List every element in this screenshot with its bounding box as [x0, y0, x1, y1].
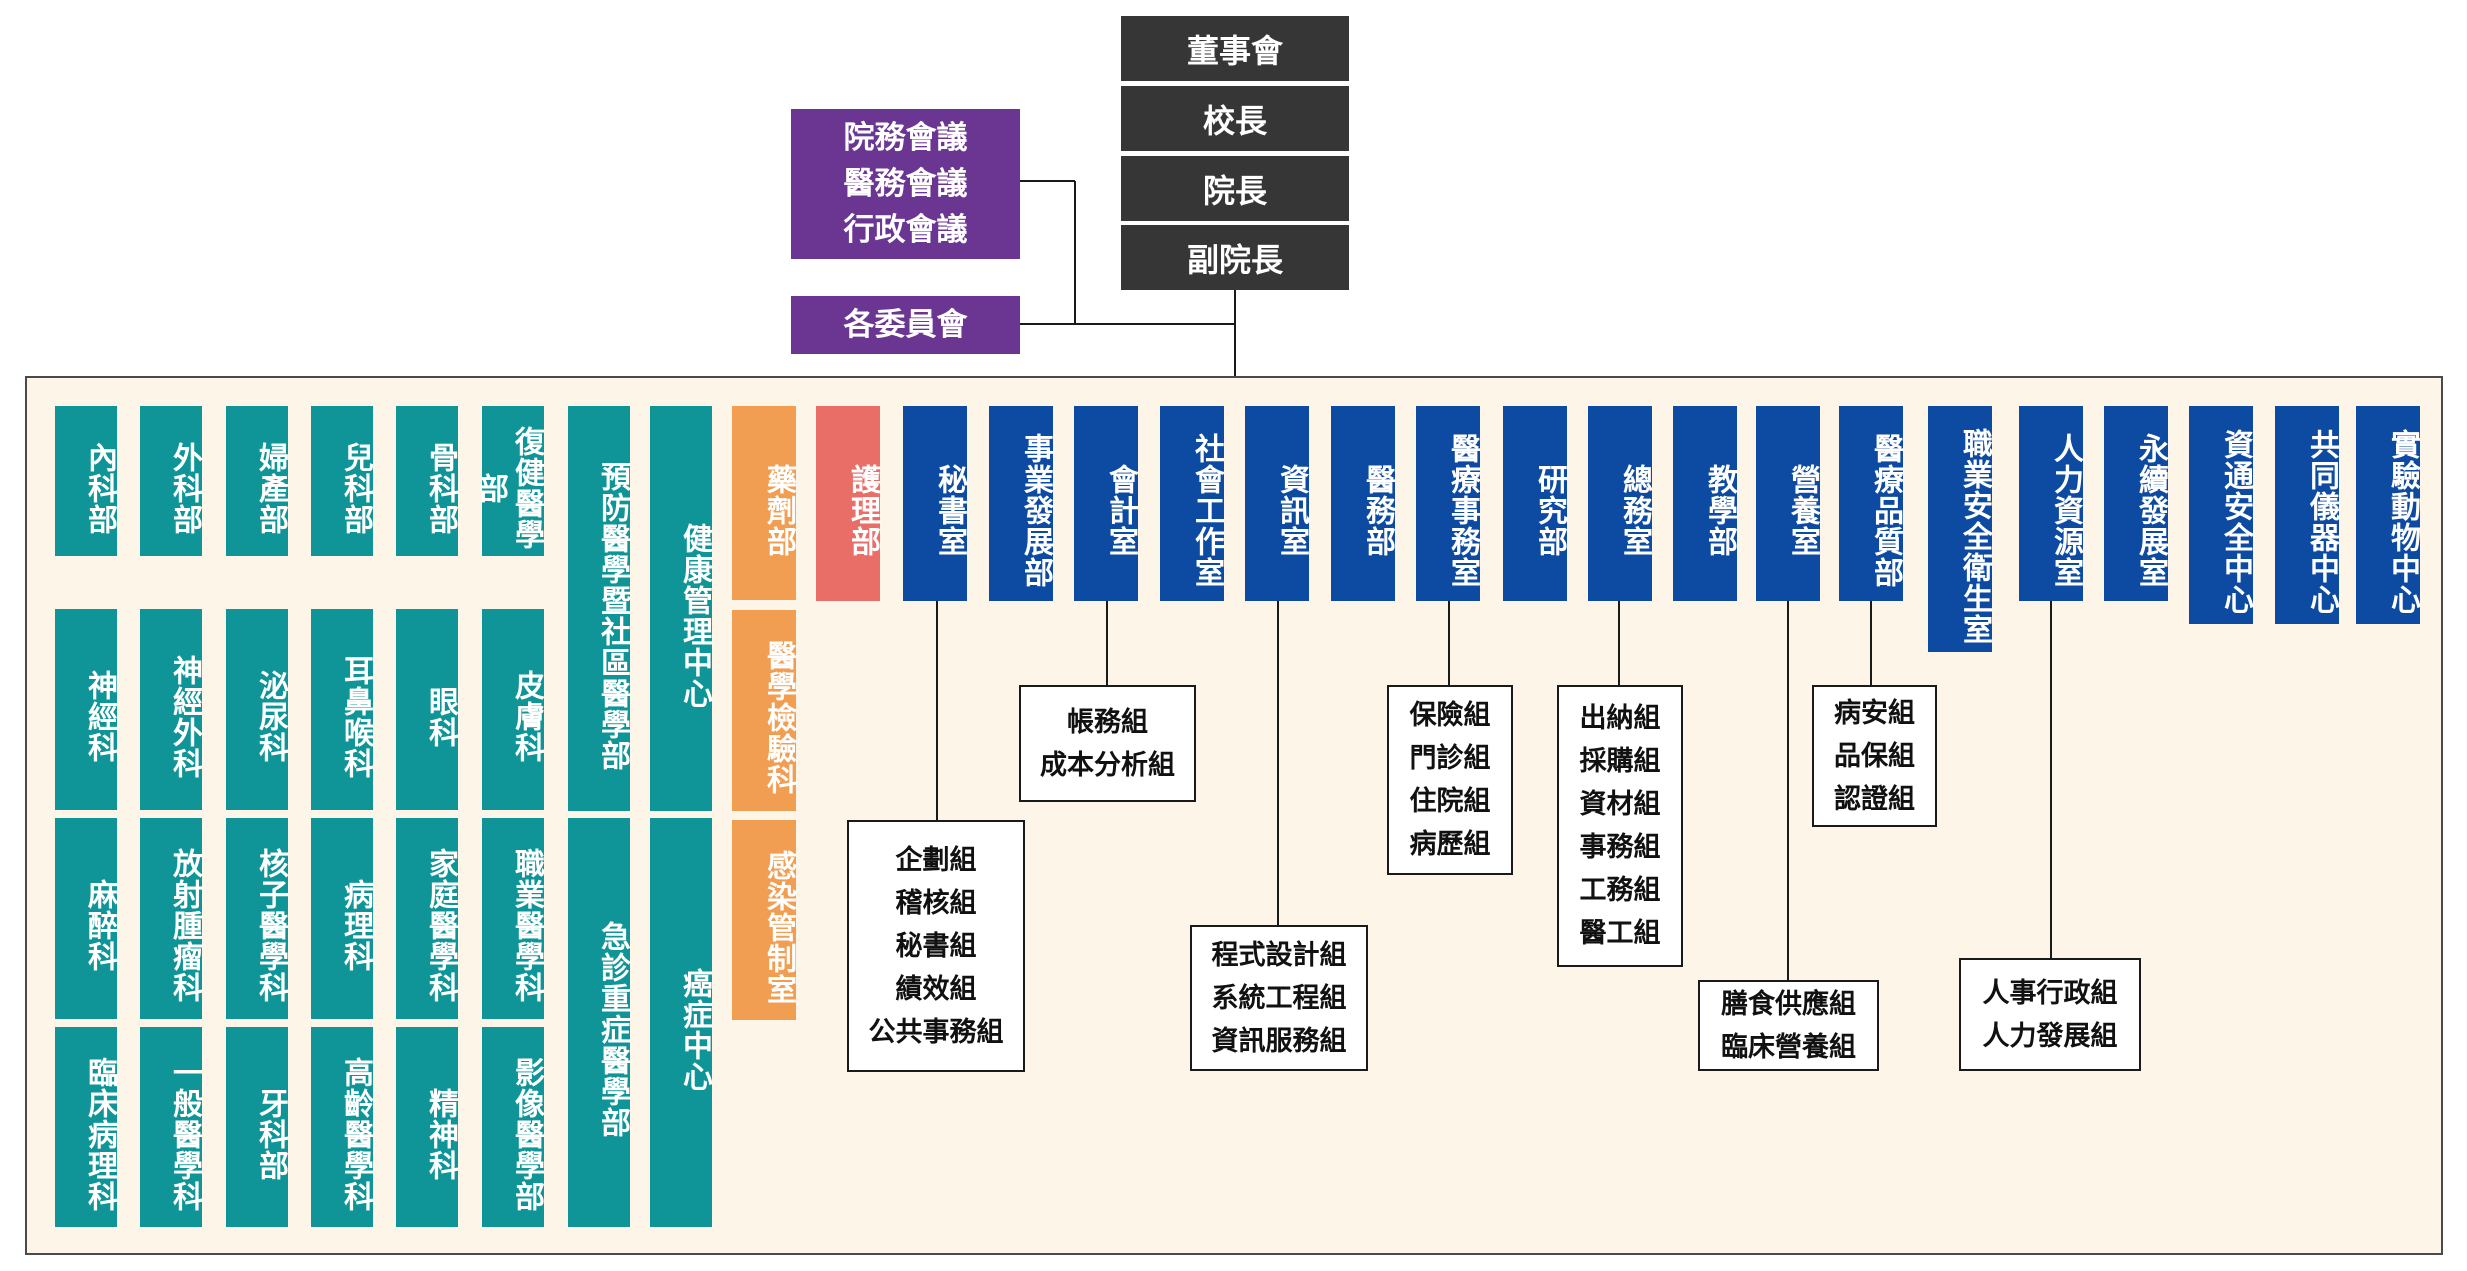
sub-group-label: 醫工組 — [1579, 918, 1661, 949]
clinical-dept-box: 婦產部 — [226, 406, 288, 556]
sub-group-label: 人力發展組 — [1982, 1020, 2118, 1052]
meeting-label: 行政會議 — [843, 212, 968, 248]
leadership-box: 校長 — [1121, 86, 1349, 151]
sub-group-label: 病安組 — [1834, 697, 1915, 729]
admin-unit-box: 醫療品質部 — [1839, 406, 1903, 601]
admin-unit-box: 社會工作室 — [1160, 406, 1224, 601]
admin-unit-box: 營養室 — [1756, 406, 1820, 601]
meeting-label: 院務會議 — [843, 120, 968, 156]
admin-unit-box: 人力資源室 — [2019, 406, 2083, 601]
clinical-dept-box: 皮膚科 — [482, 609, 544, 810]
sub-group-label: 採購組 — [1579, 746, 1661, 777]
clinical-dept-box: 高齡醫學科 — [311, 1027, 373, 1227]
admin-unit-box: 資訊室 — [1245, 406, 1309, 601]
admin-unit-box: 資通安全中心 — [2189, 406, 2253, 624]
clinical-dept-box: 急診重症醫學部 — [568, 818, 630, 1227]
clinical-dept-box: 麻醉科 — [55, 818, 117, 1019]
clinical-dept-box: 病理科 — [311, 818, 373, 1019]
sub-group-label: 秘書組 — [895, 930, 977, 962]
admin-unit-box: 研究部 — [1503, 406, 1567, 601]
meetings-box: 院務會議醫務會議行政會議 — [791, 109, 1020, 259]
accounting-groups-box: 帳務組成本分析組 — [1019, 685, 1196, 802]
clinical-dept-box: 精神科 — [396, 1027, 458, 1227]
sub-group-label: 人事行政組 — [1982, 977, 2118, 1009]
sub-group-label: 病歷組 — [1409, 829, 1491, 860]
clinical-dept-box: 家庭醫學科 — [396, 818, 458, 1019]
support-dept-box: 藥劑部 — [732, 406, 796, 600]
sub-group-label: 資材組 — [1579, 789, 1661, 820]
admin-unit-box: 醫務部 — [1331, 406, 1395, 601]
clinical-dept-box: 神經外科 — [140, 609, 202, 810]
sub-group-label: 門診組 — [1409, 743, 1491, 774]
admin-unit-box: 總務室 — [1588, 406, 1652, 601]
sub-group-label: 事務組 — [1579, 832, 1661, 863]
admin-unit-box: 共同儀器中心 — [2275, 406, 2339, 624]
sub-group-label: 住院組 — [1409, 786, 1491, 817]
meeting-label: 醫務會議 — [843, 166, 968, 202]
clinical-dept-box: 牙科部 — [226, 1027, 288, 1227]
leadership-box: 副院長 — [1121, 225, 1349, 290]
committees-box: 各委員會 — [791, 296, 1020, 354]
leadership-box: 董事會 — [1121, 16, 1349, 81]
clinical-dept-box: 放射腫瘤科 — [140, 818, 202, 1019]
clinical-dept-box: 影像醫學部 — [482, 1027, 544, 1227]
admin-unit-box: 秘書室 — [903, 406, 967, 601]
clinical-dept-box: 神經科 — [55, 609, 117, 810]
sub-group-label: 品保組 — [1834, 740, 1915, 772]
clinical-dept-box: 眼科 — [396, 609, 458, 810]
medical-affairs-groups-box: 保險組門診組住院組病歷組 — [1387, 685, 1513, 875]
nursing-dept-box: 護理部 — [816, 406, 880, 601]
admin-unit-box: 教學部 — [1673, 406, 1737, 601]
clinical-dept-box: 職業醫學科 — [482, 818, 544, 1019]
admin-unit-box: 實驗動物中心 — [2356, 406, 2420, 624]
support-dept-box: 感染管制室 — [732, 820, 796, 1020]
sub-group-label: 認證組 — [1834, 783, 1915, 815]
clinical-dept-box: 耳鼻喉科 — [311, 609, 373, 810]
admin-unit-box: 事業發展部 — [989, 406, 1053, 601]
clinical-dept-box: 泌尿科 — [226, 609, 288, 810]
sub-group-label: 膳食供應組 — [1721, 988, 1856, 1020]
nutrition-groups-box: 膳食供應組臨床營養組 — [1698, 980, 1879, 1071]
clinical-dept-box: 癌症中心 — [650, 818, 712, 1227]
sub-group-label: 成本分析組 — [1040, 749, 1175, 781]
quality-groups-box: 病安組品保組認證組 — [1812, 685, 1937, 827]
sub-group-label: 出納組 — [1579, 703, 1661, 734]
clinical-dept-box: 骨科部 — [396, 406, 458, 556]
sub-group-label: 程式設計組 — [1211, 939, 1347, 971]
clinical-dept-box: 兒科部 — [311, 406, 373, 556]
sub-group-label: 資訊服務組 — [1211, 1025, 1347, 1057]
support-dept-box: 醫學檢驗科 — [732, 610, 796, 811]
sub-group-label: 企劃組 — [895, 844, 977, 876]
secretary-groups-box: 企劃組稽核組秘書組績效組公共事務組 — [847, 820, 1025, 1072]
hr-groups-box: 人事行政組人力發展組 — [1959, 958, 2141, 1071]
leadership-box: 院長 — [1121, 156, 1349, 221]
clinical-dept-box: 內科部 — [55, 406, 117, 556]
clinical-dept-box: 核子醫學科 — [226, 818, 288, 1019]
sub-group-label: 稽核組 — [895, 887, 977, 919]
sub-group-label: 公共事務組 — [868, 1016, 1004, 1048]
admin-unit-box: 醫療事務室 — [1416, 406, 1480, 601]
clinical-dept-box: 臨床病理科 — [55, 1027, 117, 1227]
sub-group-label: 系統工程組 — [1211, 982, 1347, 1014]
admin-unit-box: 會計室 — [1074, 406, 1138, 601]
sub-group-label: 臨床營養組 — [1721, 1031, 1856, 1063]
clinical-dept-box: 外科部 — [140, 406, 202, 556]
clinical-dept-box: 一般醫學科 — [140, 1027, 202, 1227]
general-affairs-groups-box: 出納組採購組資材組事務組工務組醫工組 — [1557, 685, 1683, 967]
sub-group-label: 績效組 — [895, 973, 977, 1005]
admin-unit-box: 永續發展室 — [2104, 406, 2168, 601]
clinical-dept-box: 復健醫學部 — [473, 406, 544, 556]
it-groups-box: 程式設計組系統工程組資訊服務組 — [1190, 925, 1368, 1071]
sub-group-label: 帳務組 — [1067, 706, 1148, 738]
clinical-dept-box: 健康管理中心 — [650, 406, 712, 811]
admin-unit-box: 職業安全衛生室 — [1928, 406, 1992, 652]
sub-group-label: 工務組 — [1579, 875, 1661, 906]
clinical-dept-box: 預防醫學暨社區醫學部 — [568, 406, 630, 811]
sub-group-label: 保險組 — [1409, 700, 1491, 731]
